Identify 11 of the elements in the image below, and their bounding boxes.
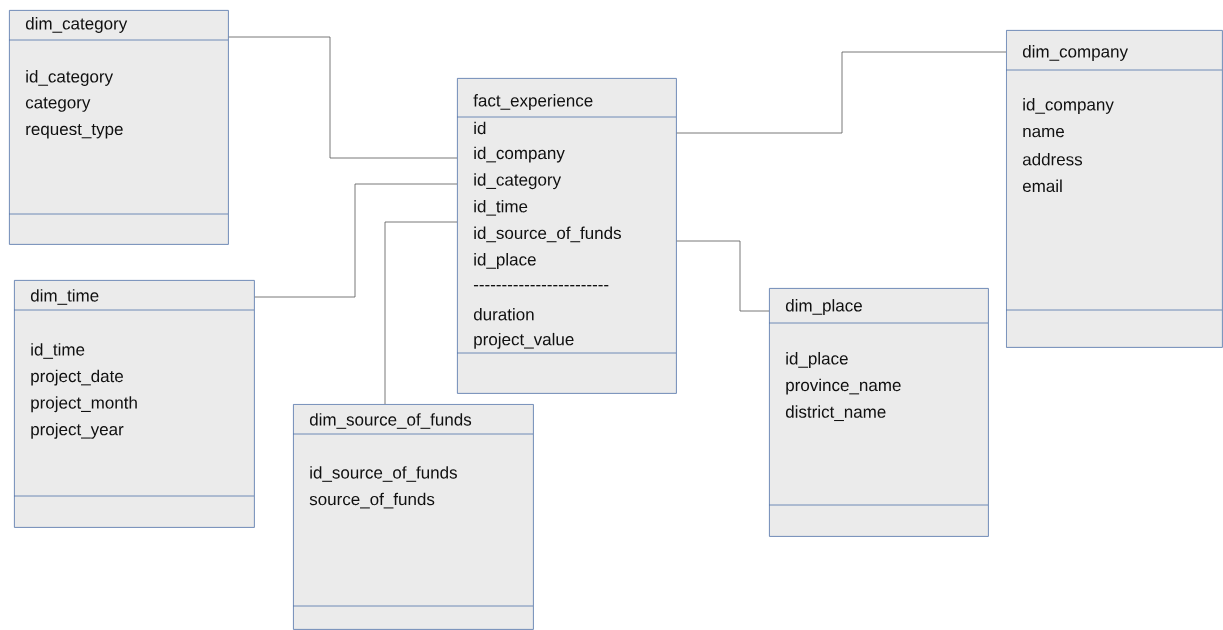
- table-box: fact_experience id id_company id_category id_time id_source_of_funds id_place ------------------------ duration project_value: [456, 78, 677, 394]
- table-box: dim_time id_time project_date project_month project_year: [13, 280, 255, 528]
- connector-line: [676, 240, 770, 312]
- connector-line: [676, 51, 1007, 134]
- table-box: dim_place id_place province_name district_name: [768, 288, 989, 537]
- connector-line: [254, 183, 458, 298]
- table-box: dim_company id_company name address email: [1005, 30, 1223, 348]
- table-box: dim_category id_category category request_type: [8, 10, 229, 245]
- connector-line: [384, 221, 458, 405]
- table-box: dim_source_of_funds id_source_of_funds source_of_funds: [292, 404, 534, 630]
- connector-line: [228, 36, 458, 159]
